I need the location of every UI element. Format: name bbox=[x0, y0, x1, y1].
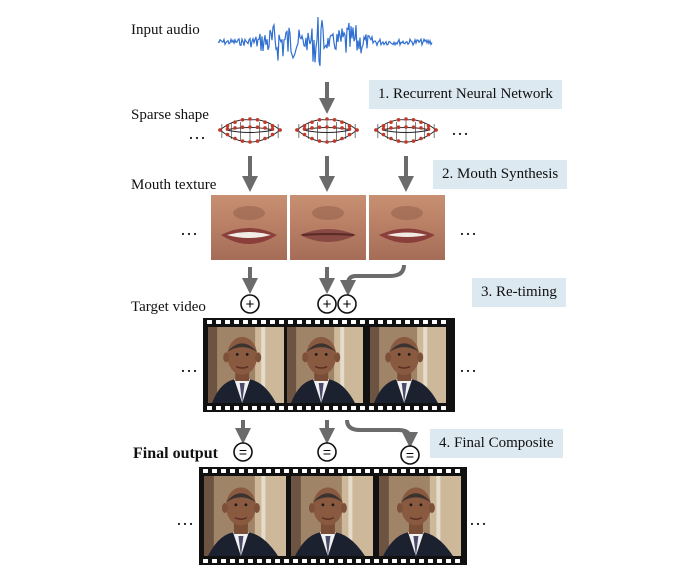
svg-text:+: + bbox=[246, 296, 255, 313]
equals-operator-1: = bbox=[233, 442, 253, 462]
mouth-texture-image-3 bbox=[369, 195, 445, 260]
plus-operator-2: + bbox=[317, 294, 337, 314]
final-output-filmstrip bbox=[199, 467, 467, 565]
mouth-texture-label: Mouth texture bbox=[131, 177, 217, 193]
sparse-shape-group bbox=[218, 117, 438, 144]
svg-text:+: + bbox=[323, 296, 332, 313]
step-recurrent-neural-network: 1. Recurrent Neural Network bbox=[369, 80, 562, 109]
mouth-texture-image-2 bbox=[290, 195, 366, 260]
video-frame-2 bbox=[287, 327, 363, 403]
svg-text:=: = bbox=[323, 444, 331, 460]
mouth-texture-ellipsis-left: … bbox=[180, 219, 200, 239]
arrows-texture-to-video bbox=[242, 264, 406, 296]
mouth-shape bbox=[379, 206, 435, 243]
final-output-ellipsis-right: … bbox=[469, 509, 489, 529]
svg-text:=: = bbox=[406, 447, 414, 463]
target-video-ellipsis-right: … bbox=[459, 356, 479, 376]
equals-operator-3: = bbox=[400, 445, 420, 465]
sparse-shape-3 bbox=[374, 117, 438, 144]
step-final-composite: 4. Final Composite bbox=[430, 429, 563, 458]
target-video-label: Target video bbox=[131, 299, 206, 315]
sparse-shape-2 bbox=[295, 117, 359, 144]
video-frame-3 bbox=[370, 327, 446, 403]
target-video-filmstrip bbox=[203, 318, 455, 412]
equals-operator-2: = bbox=[317, 442, 337, 462]
mouth-texture-ellipsis-right: … bbox=[459, 219, 479, 239]
sparse-shape-1 bbox=[218, 117, 282, 144]
plus-operator-1: + bbox=[240, 294, 260, 314]
arrows-shape-to-texture bbox=[242, 156, 414, 192]
video-frame-2 bbox=[291, 476, 373, 556]
step-re-timing: 3. Re-timing bbox=[472, 278, 566, 307]
audio-waveform bbox=[217, 16, 433, 67]
plus-operator-3: + bbox=[337, 294, 357, 314]
svg-text:=: = bbox=[239, 444, 247, 460]
mouth-shape bbox=[300, 206, 356, 242]
svg-text:+: + bbox=[343, 296, 352, 313]
final-output-ellipsis-left: … bbox=[176, 509, 196, 529]
final-output-label: Final output bbox=[133, 445, 218, 462]
sparse-shape-ellipsis-left: … bbox=[188, 123, 208, 143]
target-video-ellipsis-left: … bbox=[180, 356, 200, 376]
input-audio-label: Input audio bbox=[131, 22, 200, 38]
mouth-shape bbox=[221, 206, 277, 244]
step-mouth-synthesis: 2. Mouth Synthesis bbox=[433, 160, 568, 189]
mouth-texture-image-1 bbox=[211, 195, 287, 260]
sparse-shape-ellipsis-right: … bbox=[451, 119, 471, 139]
video-frame-1 bbox=[208, 327, 284, 403]
video-frame-1 bbox=[204, 476, 286, 556]
arrows-video-to-output bbox=[235, 419, 418, 448]
sparse-shape-label: Sparse shape bbox=[131, 107, 209, 123]
video-frame-3 bbox=[379, 476, 461, 556]
